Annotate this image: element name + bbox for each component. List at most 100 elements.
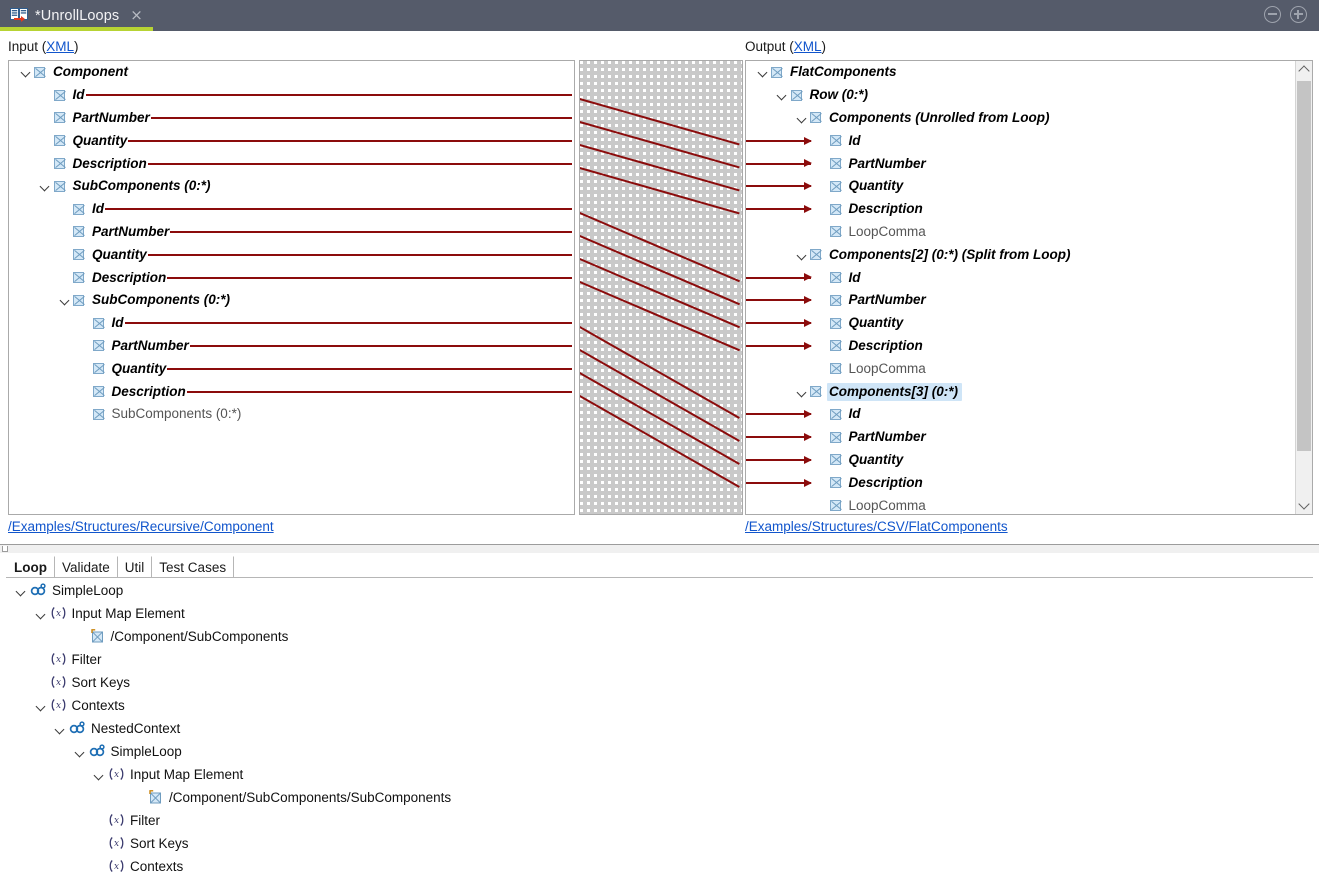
svg-text:x: x bbox=[114, 770, 119, 780]
output-tree-row[interactable]: Id bbox=[746, 266, 1295, 289]
chevron-down-icon[interactable] bbox=[756, 66, 769, 79]
input-tree-row[interactable]: Quantity bbox=[9, 243, 574, 266]
chevron-down-icon[interactable] bbox=[58, 294, 71, 307]
tab-validate[interactable]: Validate bbox=[55, 556, 118, 577]
chevron-down-icon[interactable] bbox=[34, 699, 48, 713]
chevron-down-icon[interactable] bbox=[795, 248, 808, 261]
tree-spacer bbox=[815, 339, 828, 352]
tab-loop[interactable]: Loop bbox=[6, 556, 55, 577]
output-tree-row[interactable]: Description bbox=[746, 198, 1295, 221]
output-tree-row[interactable]: Quantity bbox=[746, 312, 1295, 335]
input-node-label: Id bbox=[92, 201, 104, 217]
output-tree-row[interactable]: Quantity bbox=[746, 175, 1295, 198]
input-format-link[interactable]: XML bbox=[46, 39, 75, 54]
chevron-down-icon[interactable] bbox=[53, 722, 67, 736]
output-tree-row[interactable]: Description bbox=[746, 471, 1295, 494]
chevron-down-icon[interactable] bbox=[776, 89, 789, 102]
input-tree-row[interactable]: Id bbox=[9, 312, 574, 335]
chevron-down-icon[interactable] bbox=[795, 385, 808, 398]
chevron-down-icon[interactable] bbox=[92, 768, 106, 782]
function-icon: x bbox=[50, 606, 67, 621]
scroll-up-icon[interactable] bbox=[1296, 61, 1312, 78]
close-icon[interactable]: × bbox=[130, 6, 143, 24]
chevron-down-icon[interactable] bbox=[14, 584, 28, 598]
function-icon: x bbox=[108, 813, 125, 828]
tab-util[interactable]: Util bbox=[117, 556, 153, 577]
output-tree-row[interactable]: PartNumber bbox=[746, 289, 1295, 312]
input-tree-row[interactable]: Id bbox=[9, 198, 574, 221]
output-tree-row[interactable]: PartNumber bbox=[746, 152, 1295, 175]
loop-tree-row[interactable]: /Component/SubComponents bbox=[0, 625, 1319, 648]
editor-tab-unrollloops[interactable]: *UnrollLoops × bbox=[0, 0, 153, 31]
mapping-line-stub bbox=[170, 230, 572, 233]
scrollbar-thumb[interactable] bbox=[1297, 81, 1311, 451]
chevron-down-icon[interactable] bbox=[795, 111, 808, 124]
loop-tree-row[interactable]: SimpleLoop bbox=[0, 579, 1319, 602]
output-tree-row[interactable]: Quantity bbox=[746, 449, 1295, 472]
output-tree-row[interactable]: Description bbox=[746, 335, 1295, 358]
output-tree-row[interactable]: Id bbox=[746, 129, 1295, 152]
input-tree-row[interactable]: PartNumber bbox=[9, 221, 574, 244]
chevron-down-icon[interactable] bbox=[19, 66, 32, 79]
output-format-link[interactable]: XML bbox=[793, 39, 822, 54]
input-tree-row[interactable]: Quantity bbox=[9, 357, 574, 380]
output-tree-row[interactable]: LoopComma bbox=[746, 221, 1295, 244]
tree-spacer bbox=[131, 791, 145, 805]
function-icon: x bbox=[50, 652, 67, 667]
input-tree-row[interactable]: Description bbox=[9, 266, 574, 289]
output-tree-row[interactable]: PartNumber bbox=[746, 426, 1295, 449]
output-node-label-wrap: PartNumber bbox=[847, 428, 930, 446]
tree-spacer bbox=[815, 157, 828, 170]
input-schema-path-link[interactable]: /Examples/Structures/Recursive/Component bbox=[8, 519, 274, 534]
plus-circle-icon[interactable] bbox=[1290, 6, 1307, 23]
minus-circle-icon[interactable] bbox=[1264, 6, 1281, 23]
output-schema-path-link[interactable]: /Examples/Structures/CSV/FlatComponents bbox=[745, 519, 1008, 534]
output-tree-row[interactable]: Components (Unrolled from Loop) bbox=[746, 107, 1295, 130]
tree-spacer bbox=[815, 362, 828, 375]
input-tree-row[interactable]: Component bbox=[9, 61, 574, 84]
chevron-down-icon[interactable] bbox=[39, 180, 52, 193]
input-tree-row[interactable]: SubComponents (0:*) bbox=[9, 403, 574, 426]
schema-element-icon bbox=[829, 340, 841, 352]
loop-icon bbox=[89, 744, 106, 759]
input-tree-row[interactable]: PartNumber bbox=[9, 107, 574, 130]
loop-tree-row[interactable]: /Component/SubComponents/SubComponents bbox=[0, 786, 1319, 809]
input-tree-row[interactable]: Quantity bbox=[9, 129, 574, 152]
tab-test-cases[interactable]: Test Cases bbox=[152, 556, 235, 577]
output-tree-row[interactable]: Row (0:*) bbox=[746, 84, 1295, 107]
output-tree-scrollbar[interactable] bbox=[1295, 61, 1312, 514]
output-tree-row[interactable]: LoopComma bbox=[746, 494, 1295, 514]
input-tree-row[interactable]: Id bbox=[9, 84, 574, 107]
chevron-down-icon[interactable] bbox=[73, 745, 87, 759]
input-tree-row[interactable]: SubComponents (0:*) bbox=[9, 175, 574, 198]
input-tree-row[interactable]: PartNumber bbox=[9, 335, 574, 358]
mapping-canvas[interactable] bbox=[579, 60, 743, 515]
output-tree-row[interactable]: Id bbox=[746, 403, 1295, 426]
mapping-connector-line bbox=[580, 349, 740, 442]
output-node-label-wrap: Row (0:*) bbox=[808, 86, 873, 104]
output-tree-row[interactable]: LoopComma bbox=[746, 357, 1295, 380]
output-tree-row[interactable]: FlatComponents bbox=[746, 61, 1295, 84]
scroll-down-icon[interactable] bbox=[1296, 497, 1312, 514]
loop-tree-row[interactable]: NestedContext bbox=[0, 717, 1319, 740]
input-tree-row[interactable]: SubComponents (0:*) bbox=[9, 289, 574, 312]
input-tree-row[interactable]: Description bbox=[9, 380, 574, 403]
output-node-label-wrap: Components (Unrolled from Loop) bbox=[827, 109, 1053, 127]
loop-tree-row[interactable]: SimpleLoop bbox=[0, 740, 1319, 763]
chevron-down-icon[interactable] bbox=[34, 607, 48, 621]
input-tree-row[interactable]: Description bbox=[9, 152, 574, 175]
output-tree-row-selected[interactable]: Components[3] (0:*) bbox=[746, 380, 1295, 403]
output-tree-row[interactable]: Components[2] (0:*) (Split from Loop) bbox=[746, 243, 1295, 266]
input-node-label-wrap: Quantity bbox=[90, 246, 151, 264]
